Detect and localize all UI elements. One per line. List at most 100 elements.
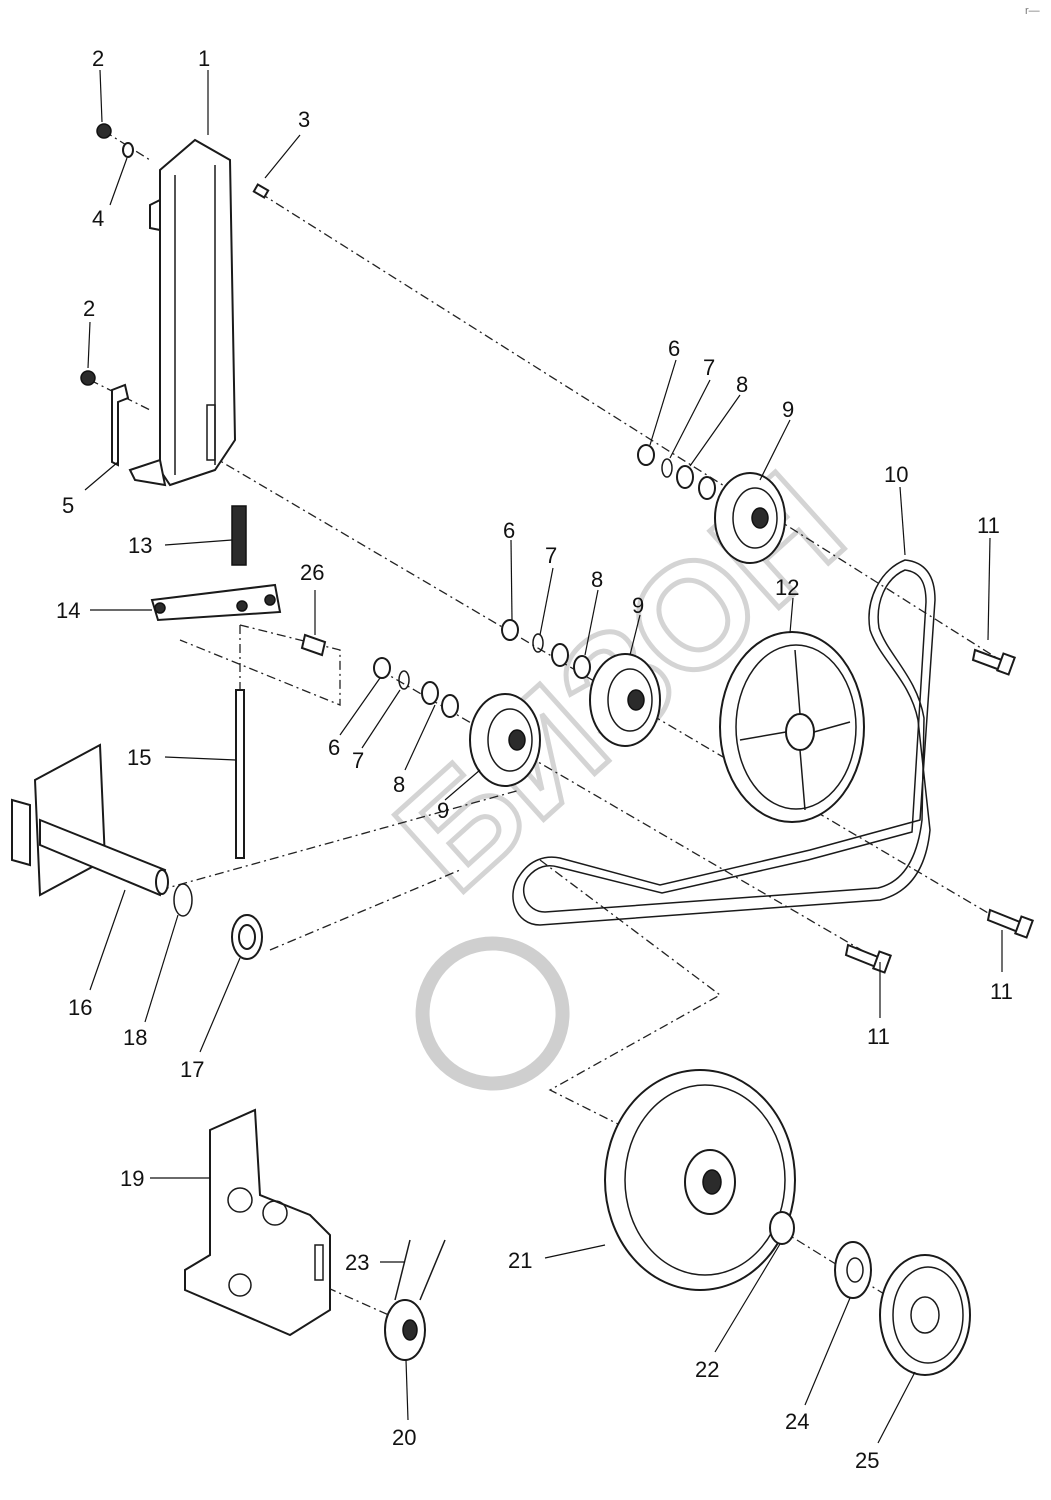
part-18-circlip <box>173 883 193 917</box>
part-20-small-pulley <box>384 1299 426 1361</box>
callout-3: 3 <box>298 107 310 132</box>
leader-7b <box>539 567 554 636</box>
callout-26: 26 <box>300 560 324 585</box>
part-7-ring-middle <box>532 633 544 653</box>
part-9-pulley-lower <box>469 693 541 787</box>
callout-11-lower-right: 11 <box>990 979 1013 1004</box>
leader-3 <box>264 134 301 179</box>
part-6-nut-upper <box>637 444 655 466</box>
small-hardware-top <box>80 123 270 467</box>
bracket-hole-3 <box>228 1273 252 1297</box>
leader-21 <box>544 1244 606 1259</box>
callout-13: 13 <box>128 533 152 558</box>
drive-pulley-inner <box>624 1084 786 1276</box>
callout-11-upper: 11 <box>977 513 1000 538</box>
callout-1: 1 <box>198 46 210 71</box>
leader-9a <box>759 419 791 481</box>
leader-7a <box>669 379 711 459</box>
corner-mark: r— <box>1025 5 1040 17</box>
leader-13 <box>164 539 233 546</box>
axis-line-bearing <box>269 869 461 951</box>
bracket-body <box>184 1108 331 1337</box>
part-8-bearing-lower-a <box>421 681 439 705</box>
part-14-tension-arm <box>150 583 282 622</box>
part-8-bearing-middle-a <box>551 643 569 667</box>
bolt-center <box>844 943 880 969</box>
part-8-bearing-upper-b <box>698 476 716 500</box>
leader-17 <box>199 957 241 1053</box>
belt-outer <box>512 559 936 926</box>
shaft <box>39 818 167 897</box>
column-slot <box>206 404 216 461</box>
bracket-hole-2 <box>262 1200 288 1226</box>
flange-bore <box>846 1257 864 1283</box>
callout-7-middle: 7 <box>545 543 557 568</box>
leader-8b <box>584 589 599 656</box>
callout-17: 17 <box>180 1057 204 1082</box>
callout-25: 25 <box>855 1448 879 1473</box>
part-12-large-pulley <box>719 631 865 823</box>
callout-22: 22 <box>695 1357 719 1382</box>
callout-24: 24 <box>785 1409 809 1434</box>
part-1-housing-column <box>128 138 237 487</box>
leader-15 <box>164 756 237 761</box>
axis-line-upper-idler <box>259 192 1001 661</box>
arm-hole-left <box>154 602 166 614</box>
leader-9b <box>629 614 641 656</box>
callout-9-lower: 9 <box>437 798 449 823</box>
lower-idler-group <box>373 657 541 787</box>
part-23-belt-segment <box>394 1239 446 1301</box>
leader-7c <box>361 689 401 749</box>
leader-24 <box>804 1297 851 1406</box>
leader-6b <box>510 539 513 621</box>
arm-hole-right <box>264 594 276 606</box>
leader-9c <box>444 769 481 801</box>
part-16-shaft-plate <box>11 743 169 897</box>
leader-2a <box>99 69 103 123</box>
axis-line-drive-pulley <box>539 859 722 1131</box>
pulley-middle-groove <box>607 668 653 732</box>
middle-idler-group <box>501 619 661 747</box>
hub-pulley-inner <box>892 1266 964 1364</box>
column-body <box>159 138 237 487</box>
large-pulley-hub <box>785 713 815 751</box>
part-6-nut-middle <box>501 619 519 641</box>
callout-9-upper: 9 <box>782 397 794 422</box>
part-2-nut-top <box>96 123 112 139</box>
part-8-bearing-upper-a <box>676 465 694 489</box>
callout-8-middle: 8 <box>591 567 603 592</box>
callout-12: 12 <box>775 575 799 600</box>
leader-25 <box>877 1371 916 1444</box>
leader-4 <box>109 157 128 206</box>
part-26-stud <box>300 633 327 657</box>
leader-6c <box>339 677 381 736</box>
part-7-ring-lower <box>398 670 410 690</box>
callout-20: 20 <box>392 1425 416 1450</box>
part-19-bracket <box>184 1108 331 1337</box>
leader-16 <box>89 889 126 991</box>
part-8-bearing-lower-b <box>441 694 459 718</box>
callout-18: 18 <box>123 1025 147 1050</box>
part-9-pulley-upper <box>714 472 786 564</box>
part-22-bushing <box>769 1211 795 1245</box>
shaft-end <box>155 869 169 895</box>
column-tab <box>149 198 161 232</box>
part-8-bearing-middle-b <box>573 655 591 679</box>
bolt-upper-right-head <box>996 652 1016 676</box>
callout-16: 16 <box>68 995 92 1020</box>
shaft-hardware <box>173 883 263 960</box>
leader-12 <box>789 597 794 634</box>
part-11-bolts <box>844 648 1034 974</box>
watermark-logo <box>415 936 570 1091</box>
callout-21: 21 <box>508 1248 532 1273</box>
watermark: БИЗОН <box>363 438 876 1091</box>
callouts: 1 2 3 4 2 5 13 14 26 15 16 18 17 19 23 2… <box>56 46 1013 1473</box>
part-6-nut-lower <box>373 657 391 679</box>
pulley-middle-hub <box>627 689 645 711</box>
part-7-ring-upper <box>661 458 673 478</box>
part-21-drive-pulley <box>604 1069 796 1291</box>
callout-14: 14 <box>56 598 80 623</box>
part-10-belt <box>512 559 936 926</box>
large-pulley-spokes <box>739 649 851 811</box>
